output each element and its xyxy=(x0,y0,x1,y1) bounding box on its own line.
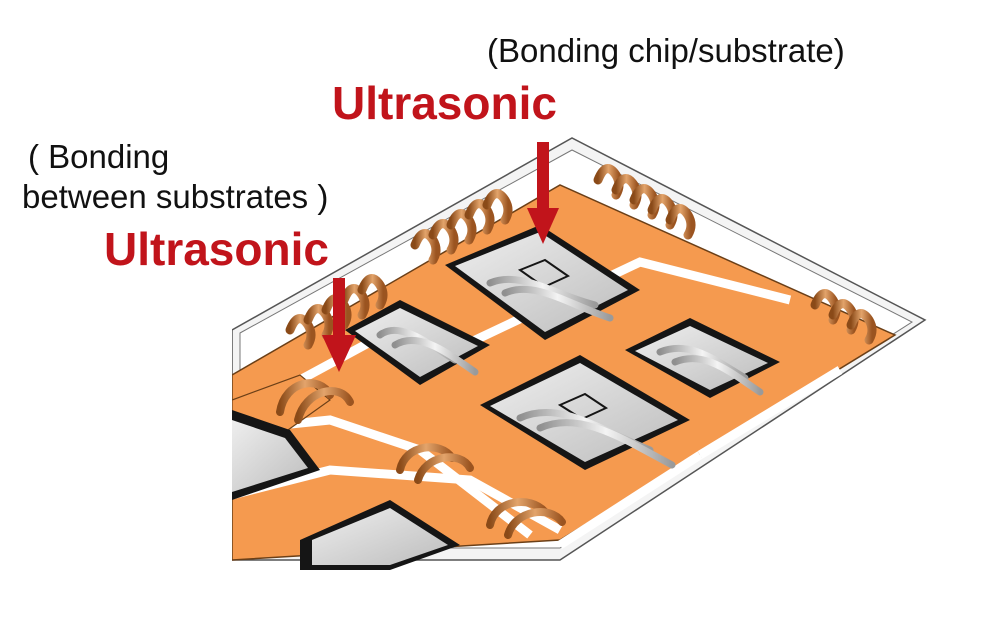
chip-lower-left xyxy=(232,410,320,500)
between-substrates-caption-line2: between substrates ) xyxy=(22,178,329,215)
between-substrates-caption-line1: ( Bonding xyxy=(28,138,170,175)
silver-ribbon-bonds xyxy=(376,275,764,469)
ultrasonic-arrow-left xyxy=(322,278,356,372)
ultrasonic-label-top: Ultrasonic xyxy=(332,77,557,129)
copper-ribbon-bonds xyxy=(276,379,566,539)
chip-substrate-caption: (Bonding chip/substrate) xyxy=(487,32,845,69)
ultrasonic-label-left: Ultrasonic xyxy=(104,223,329,275)
chip-bottom xyxy=(300,500,460,570)
ultrasonic-arrow-top xyxy=(527,142,559,244)
